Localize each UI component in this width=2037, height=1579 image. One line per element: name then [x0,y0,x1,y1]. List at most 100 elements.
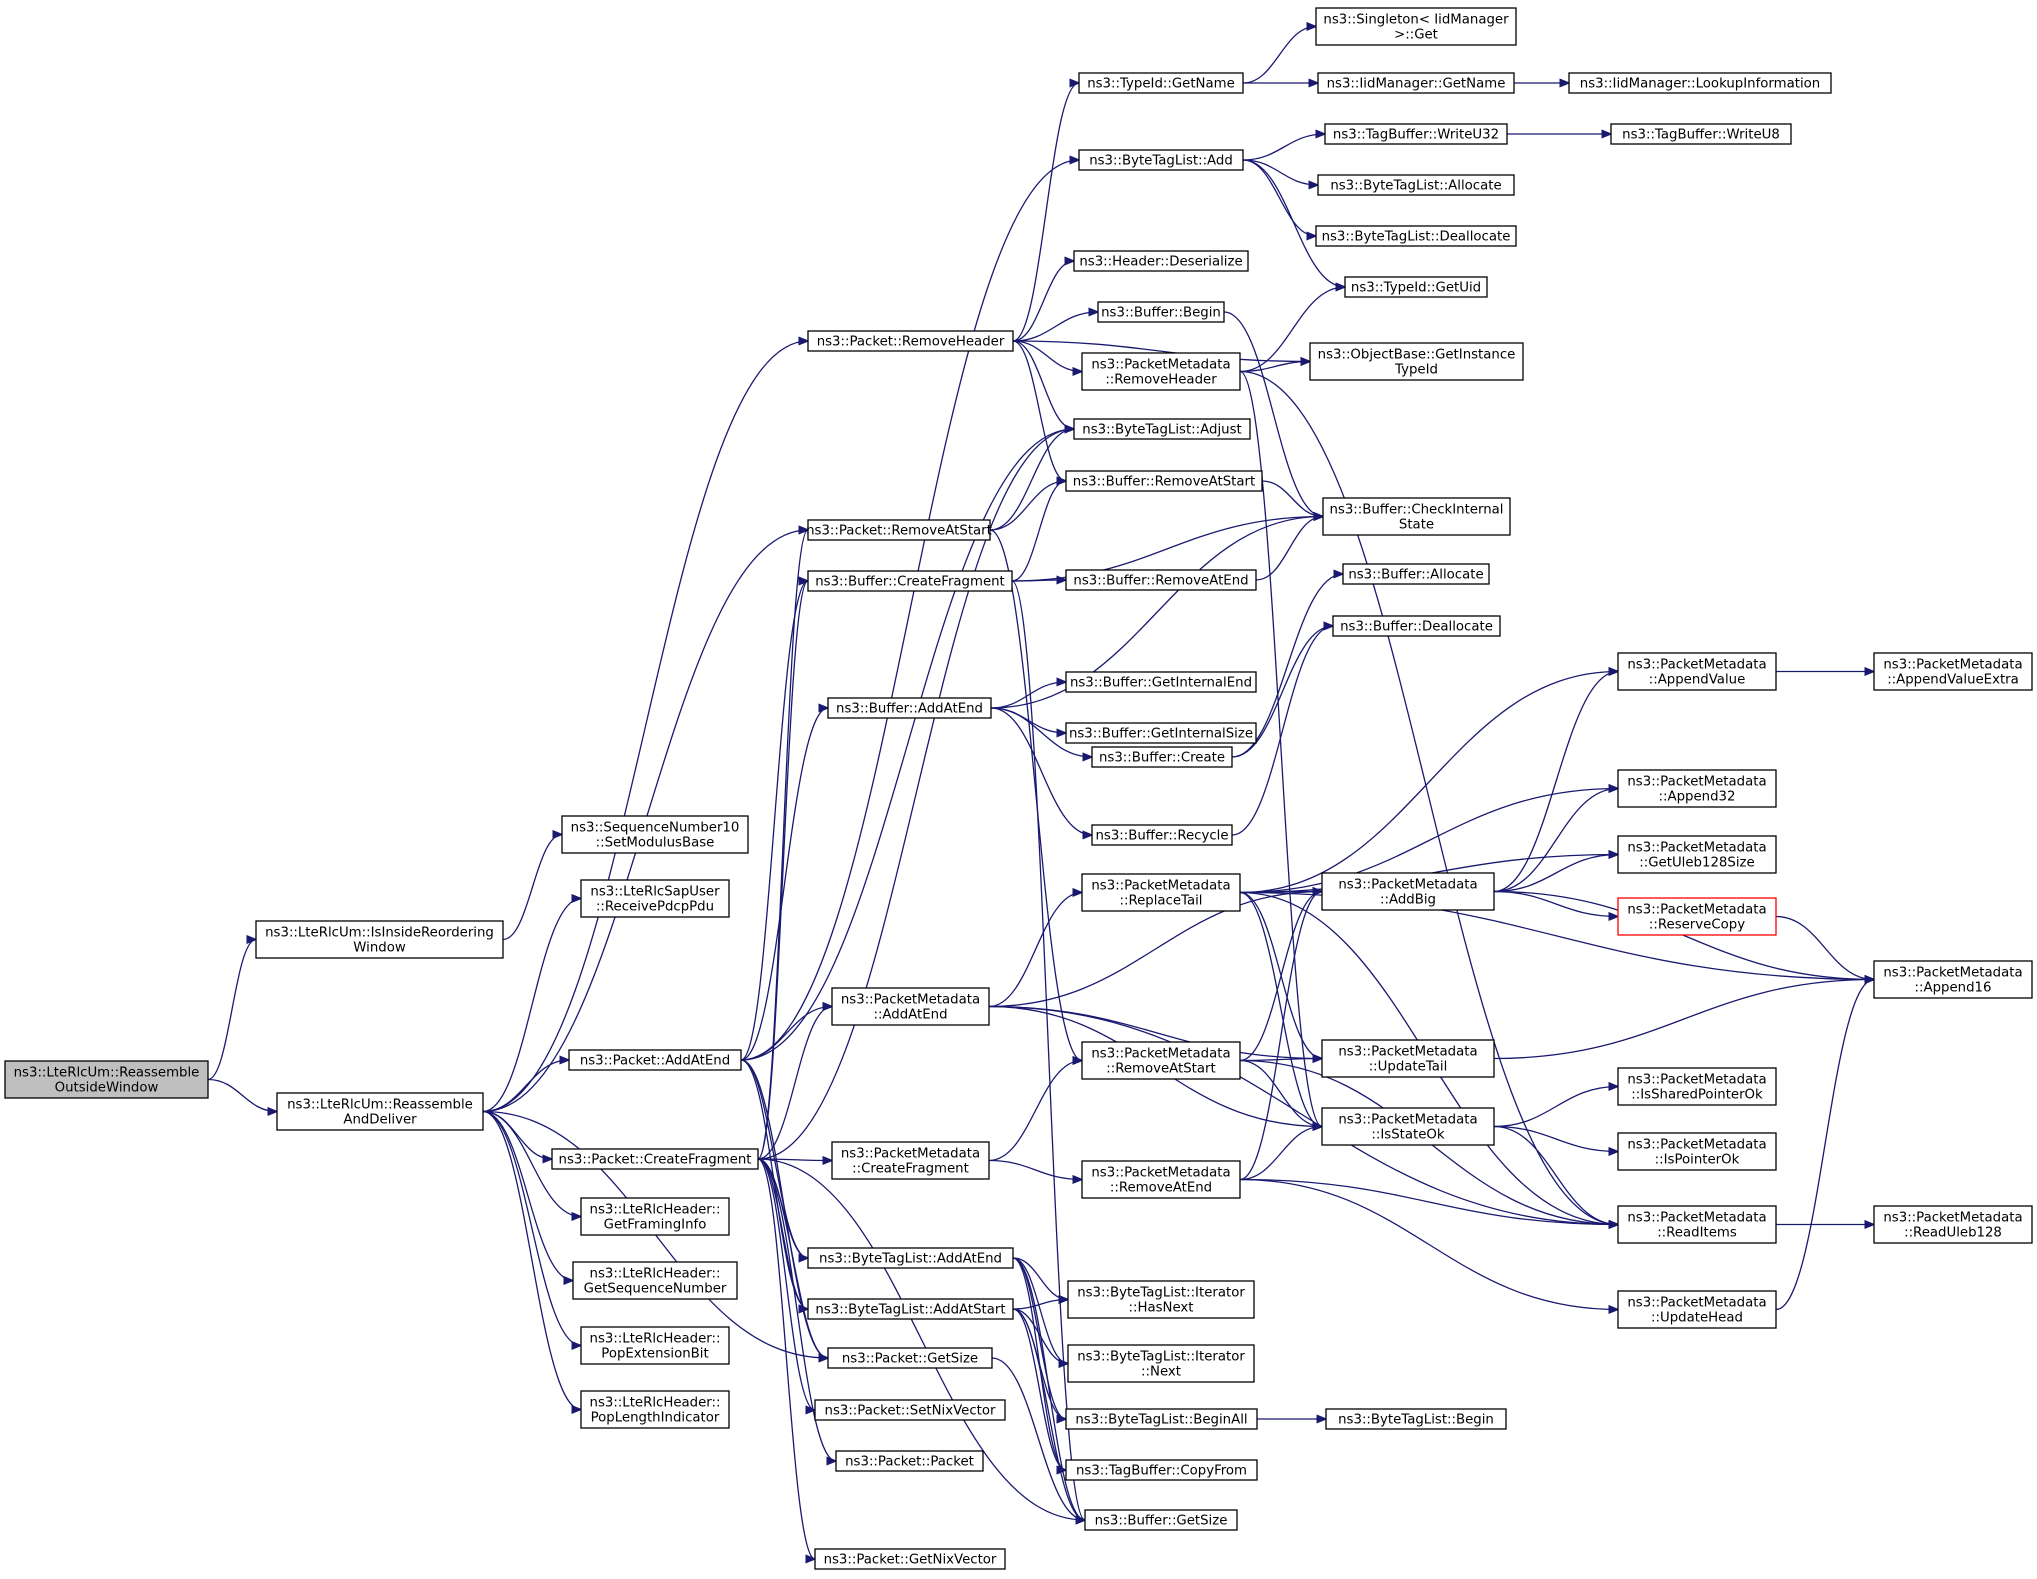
node-packetmetadata-isstateok[interactable]: ns3::PacketMetadata::IsStateOk [1321,1107,1495,1146]
node-box [1315,7,1517,46]
node-packetmetadata-readitems[interactable]: ns3::PacketMetadata::ReadItems [1617,1205,1777,1244]
node-tagbuffer-copyfrom[interactable]: ns3::TagBuffer::CopyFrom [1065,1459,1258,1481]
node-buffer-begin[interactable]: ns3::Buffer::Begin [1097,301,1225,323]
node-lterlcsapuser-receivepdcppdu[interactable]: ns3::LteRlcSapUser::ReceivePdcpPdu [580,879,730,918]
node-bytetaglist-adjust[interactable]: ns3::ByteTagList::Adjust [1073,418,1251,440]
node-label-line: ns3::ByteTagList::Allocate [1330,179,1501,194]
call-edge-packetmetadata-removeatend-to-packetmetadata-isstateok [1239,1127,1322,1181]
node-label-line: ns3::SequenceNumber10 [571,821,740,836]
node-buffer-allocate[interactable]: ns3::Buffer::Allocate [1342,563,1490,585]
node-label-line: ns3::PacketMetadata [1627,1138,1766,1153]
node-box [580,1326,730,1365]
call-edge-packetmetadata-removeheader-to-objectbase-getinstancetypeid [1239,362,1310,373]
node-box [580,1197,730,1236]
node-buffer-createfragment[interactable]: ns3::Buffer::CreateFragment [807,570,1013,592]
node-packet-removeatstart[interactable]: ns3::Packet::RemoveAtStart [806,519,992,541]
node-label-line: ::Append32 [1659,790,1736,805]
node-packet-addatend[interactable]: ns3::Packet::AddAtEnd [568,1049,742,1071]
node-box [255,920,504,959]
node-packet-removeheader[interactable]: ns3::Packet::RemoveHeader [807,330,1014,352]
node-packet-setnixvector[interactable]: ns3::Packet::SetNixVector [814,1399,1006,1421]
node-header-deserialize[interactable]: ns3::Header::Deserialize [1073,250,1249,272]
node-lterlcheader-getframinginfo[interactable]: ns3::LteRlcHeader::GetFramingInfo [580,1197,730,1236]
call-edge-packetmetadata-removeatstart-to-packetmetadata-isstateok [1239,1059,1322,1127]
node-bytetaglist-begin[interactable]: ns3::ByteTagList::Begin [1325,1408,1507,1430]
node-box [1617,835,1777,874]
node-bytetaglist-iterator-next[interactable]: ns3::ByteTagList::Iterator::Next [1067,1344,1255,1383]
node-packetmetadata-addbig[interactable]: ns3::PacketMetadata::AddBig [1321,872,1495,911]
node-label-line: ns3::PacketMetadata [1627,903,1766,918]
call-edge-buffer-createfragment-to-buffer-checkinternalstate [1011,517,1323,582]
node-label-line: ns3::TagBuffer::WriteU8 [1622,128,1780,143]
node-buffer-removeatend[interactable]: ns3::Buffer::RemoveAtEnd [1065,569,1257,591]
node-packetmetadata-addatend[interactable]: ns3::PacketMetadata::AddAtEnd [831,987,990,1026]
node-bytetaglist-iterator-hasnext[interactable]: ns3::ByteTagList::Iterator::HasNext [1067,1280,1255,1319]
node-packetmetadata-createfragment[interactable]: ns3::PacketMetadata::CreateFragment [831,1141,990,1180]
node-label-line: ::IsStateOk [1371,1128,1444,1143]
node-packetmetadata-removeheader[interactable]: ns3::PacketMetadata::RemoveHeader [1081,352,1241,391]
node-packet-getnixvector[interactable]: ns3::Packet::GetNixVector [814,1548,1006,1570]
node-packetmetadata-readuleb128[interactable]: ns3::PacketMetadata::ReadUleb128 [1873,1205,2033,1244]
node-box [1317,174,1515,196]
node-bytetaglist-addatstart[interactable]: ns3::ByteTagList::AddAtStart [807,1298,1014,1320]
call-edge-packet-createfragment-to-bytetaglist-addatstart [757,1158,808,1309]
node-packetmetadata-replacetail[interactable]: ns3::PacketMetadata::ReplaceTail [1081,873,1241,912]
node-packet-packet[interactable]: ns3::Packet::Packet [835,1450,984,1472]
node-lterlcheader-getsequencenumber[interactable]: ns3::LteRlcHeader::GetSequenceNumber [572,1261,738,1300]
node-buffer-getsize[interactable]: ns3::Buffer::GetSize [1084,1509,1238,1531]
node-bytetaglist-allocate[interactable]: ns3::ByteTagList::Allocate [1317,174,1515,196]
node-box [1091,824,1233,846]
node-lterlcheader-popextensionbit[interactable]: ns3::LteRlcHeader::PopExtensionBit [580,1326,730,1365]
node-box [1317,72,1515,94]
node-typeid-getname[interactable]: ns3::TypeId::GetName [1078,72,1244,94]
node-packetmetadata-ispointerok[interactable]: ns3::PacketMetadata::IsPointerOk [1617,1132,1777,1171]
node-packetmetadata-removeatend[interactable]: ns3::PacketMetadata::RemoveAtEnd [1081,1160,1241,1199]
node-buffer-removeatstart[interactable]: ns3::Buffer::RemoveAtStart [1065,470,1263,492]
node-sequencenumber10-setmodulusbase[interactable]: ns3::SequenceNumber10::SetModulusBase [561,815,749,854]
node-packetmetadata-appendvalueextra[interactable]: ns3::PacketMetadata::AppendValueExtra [1873,652,2033,691]
node-packetmetadata-reservecopy[interactable]: ns3::PacketMetadata::ReserveCopy [1617,897,1777,936]
node-singleton-iidmanager-get[interactable]: ns3::Singleton< IidManager >::Get [1315,7,1517,46]
node-tagbuffer-writeu32[interactable]: ns3::TagBuffer::WriteU32 [1324,123,1508,145]
node-label-line: ns3::Buffer::GetSize [1095,1514,1228,1529]
node-iidmanager-lookupinformation[interactable]: ns3::IidManager::LookupInformation [1568,72,1832,94]
node-iidmanager-getname[interactable]: ns3::IidManager::GetName [1317,72,1515,94]
node-packetmetadata-updatetail[interactable]: ns3::PacketMetadata::UpdateTail [1321,1039,1495,1078]
node-packetmetadata-removeatstart[interactable]: ns3::PacketMetadata::RemoveAtStart [1081,1041,1241,1080]
node-label-line: State [1399,518,1434,533]
node-buffer-recycle[interactable]: ns3::Buffer::Recycle [1091,824,1233,846]
node-packetmetadata-updatehead[interactable]: ns3::PacketMetadata::UpdateHead [1617,1290,1777,1329]
node-box [1091,746,1233,768]
node-packetmetadata-append16[interactable]: ns3::PacketMetadata::Append16 [1873,960,2033,999]
node-typeid-getuid[interactable]: ns3::TypeId::GetUid [1344,276,1488,298]
node-bytetaglist-addatend[interactable]: ns3::ByteTagList::AddAtEnd [807,1247,1014,1269]
node-buffer-create[interactable]: ns3::Buffer::Create [1091,746,1233,768]
node-packetmetadata-append32[interactable]: ns3::PacketMetadata::Append32 [1617,769,1777,808]
node-packetmetadata-appendvalue[interactable]: ns3::PacketMetadata::AppendValue [1617,652,1777,691]
node-tagbuffer-writeu8[interactable]: ns3::TagBuffer::WriteU8 [1610,123,1792,145]
node-buffer-deallocate[interactable]: ns3::Buffer::Deallocate [1332,615,1501,637]
node-packetmetadata-issharedpointerok[interactable]: ns3::PacketMetadata::IsSharedPointerOk [1617,1067,1777,1106]
node-buffer-addatend[interactable]: ns3::Buffer::AddAtEnd [827,697,992,719]
node-label-line: ns3::LteRlcHeader:: [590,1332,721,1347]
node-bytetaglist-beginall[interactable]: ns3::ByteTagList::BeginAll [1065,1408,1258,1430]
node-buffer-getinternalsize[interactable]: ns3::Buffer::GetInternalSize [1065,722,1257,744]
node-label-line: ns3::ByteTagList::AddAtStart [815,1303,1005,1318]
call-edge-buffer-removeatend-to-buffer-checkinternalstate [1255,517,1323,581]
call-edge-packet-addatend-to-bytetaglist-adjust [740,429,1074,1061]
node-packet-createfragment[interactable]: ns3::Packet::CreateFragment [551,1148,759,1170]
node-box [1321,1039,1495,1078]
node-bytetaglist-add[interactable]: ns3::ByteTagList::Add [1078,149,1244,171]
call-edge-packet-createfragment-to-bytetaglist-adjust [757,429,1074,1160]
node-bytetaglist-deallocate[interactable]: ns3::ByteTagList::Deallocate [1315,225,1517,247]
node-packet-getsize[interactable]: ns3::Packet::GetSize [827,1347,993,1369]
node-packetmetadata-getuleb128size[interactable]: ns3::PacketMetadata::GetUleb128Size [1617,835,1777,874]
node-buffer-getinternalend[interactable]: ns3::Buffer::GetInternalEnd [1065,671,1257,693]
node-lterlcheader-poplengthindicator[interactable]: ns3::LteRlcHeader::PopLengthIndicator [580,1390,730,1429]
call-edge-packet-removeheader-to-typeid-getname [1012,83,1079,342]
